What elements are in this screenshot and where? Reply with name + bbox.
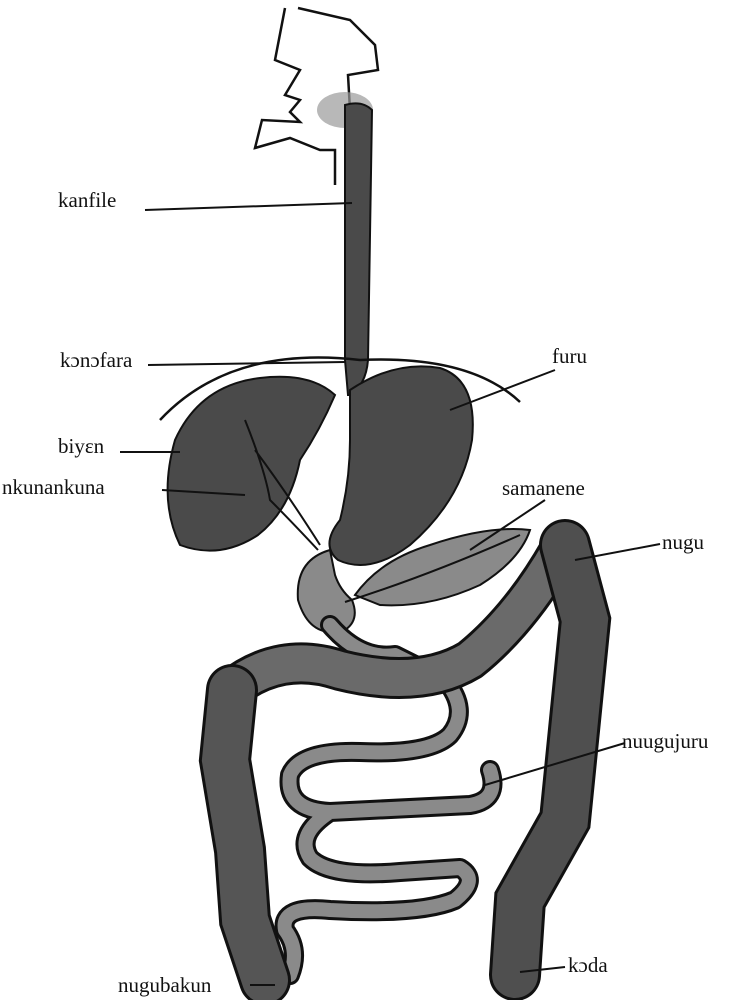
label-nugu: nugu (662, 532, 704, 553)
liver (168, 377, 335, 551)
label-biyen: biyɛn (58, 436, 104, 457)
label-konofara: kɔnɔfara (60, 350, 132, 371)
stomach (329, 366, 472, 565)
label-nuugujuru: nuugujuru (622, 731, 708, 752)
label-samanene: samanene (502, 478, 585, 499)
label-nugubakun: nugubakun (118, 975, 211, 996)
leader-kanfile (145, 203, 352, 210)
label-furu: furu (552, 346, 587, 367)
label-nkunankuna: nkunankuna (2, 477, 105, 498)
esophagus (345, 103, 372, 395)
leader-konofara (148, 362, 345, 365)
label-kanfile: kanfile (58, 190, 116, 211)
label-koda: kɔda (568, 955, 608, 976)
ascending-colon-fill (225, 690, 265, 980)
